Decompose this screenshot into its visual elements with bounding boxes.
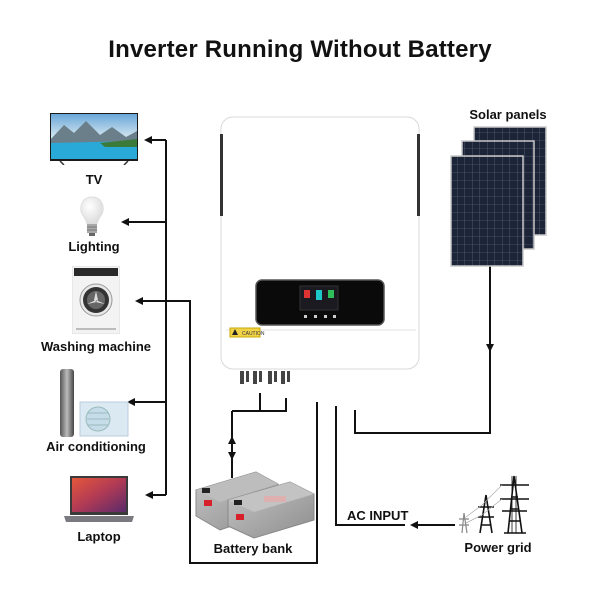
power-tower-icon	[456, 473, 536, 535]
inverter-terminals	[238, 370, 294, 386]
tv-label: TV	[85, 172, 103, 187]
wire-ac-input	[335, 406, 405, 526]
solar-panels-label: Solar panels	[469, 107, 547, 122]
battery-bus-wire	[259, 393, 287, 412]
arrow-up	[228, 436, 236, 444]
air-conditioner-icon	[58, 367, 132, 439]
lighting-label: Lighting	[68, 239, 120, 254]
washing-machine-icon	[71, 265, 121, 335]
laptop-label: Laptop	[77, 529, 121, 544]
tv-icon	[50, 113, 138, 166]
diagram-title: Inverter Running Without Battery	[108, 36, 492, 63]
light-bulb-icon	[78, 196, 106, 238]
solar-panel-icon	[450, 125, 550, 267]
power-grid-label: Power grid	[464, 540, 532, 555]
inverter-icon: CAUTION	[220, 116, 420, 370]
washing-machine-label: Washing machine	[40, 339, 152, 354]
battery-icon	[194, 470, 318, 540]
ac-input-label: AC INPUT	[347, 508, 409, 523]
arrow-down	[228, 452, 236, 460]
battery-bank-label: Battery bank	[213, 541, 293, 556]
wire-to-washing-machine	[135, 297, 318, 564]
laptop-icon	[62, 475, 136, 525]
caution-label: CAUTION	[242, 331, 265, 337]
solar-arrow-down	[486, 344, 494, 352]
air-conditioning-label: Air conditioning	[46, 439, 146, 454]
